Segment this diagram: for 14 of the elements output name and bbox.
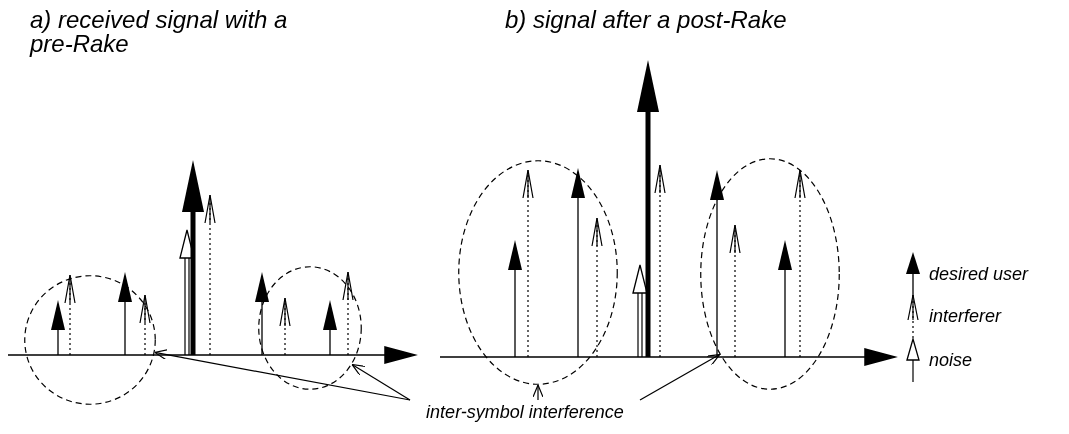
leader-line [154,349,411,401]
dashed-outline [700,158,840,390]
leader-line [639,353,721,401]
legend-label: interferer [929,305,1002,327]
legend-label: noise [929,349,973,371]
leader-line [351,363,411,401]
panel-caption: b) signal after a post-Rake [505,8,788,32]
callout-text: inter-symbol interference [410,400,640,426]
leader-line [532,384,544,401]
dashed-outline [458,160,618,385]
dashed-outline [24,275,156,405]
dashed-outline [258,266,362,390]
legend-label: desired user [929,263,1029,285]
panel-caption: a) received signal with a pre-Rake [30,8,289,56]
